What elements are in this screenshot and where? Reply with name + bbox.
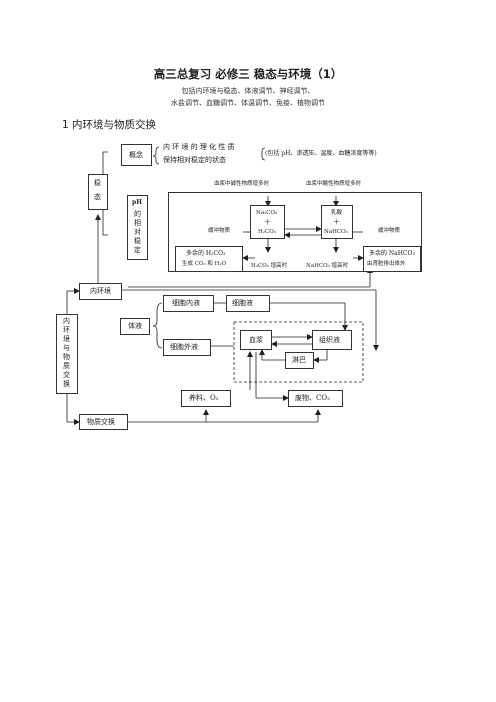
excess-h2co3-line-2: 生成 CO₂ 和 H₂O: [182, 261, 227, 267]
plasma-box: 血浆: [240, 330, 272, 350]
internal-env-box: 内环境: [79, 283, 122, 300]
ph-char: 稳: [134, 237, 141, 245]
plus-sign: ＋: [264, 218, 271, 226]
vertical-char: 境: [63, 335, 70, 343]
ph-char: 定: [134, 246, 141, 254]
body-fluid-box: 体液: [120, 318, 150, 335]
acid-increase-label: 血浆中酸性物质增多时: [306, 181, 362, 187]
internal-env-exchange-box: 内 环 境 与 物 质 交 换: [56, 314, 78, 394]
cytosol-label: 细胞液: [232, 299, 253, 307]
alkali-increase-label: 血浆中碱性物质增多时: [214, 181, 270, 187]
section-heading: 1 内环境与物质交换: [62, 119, 157, 131]
tissue-fluid-box: 组织液: [312, 330, 352, 350]
vertical-char: 换: [63, 380, 70, 388]
vertical-char: 与: [63, 344, 70, 352]
h2co3-increase-label: H₂CO₃ 增高时: [251, 263, 288, 269]
waste-label: 废物、CO₂: [295, 394, 330, 402]
na2co3-label: Na₂CO₃: [256, 210, 278, 216]
excess-h2co3-line-1: 多余的 H₂CO₃: [186, 250, 226, 257]
concept-line-1: 内 环 境 的 理 化 性 质: [163, 143, 235, 151]
buffer-left-label: 缓冲物质: [208, 228, 231, 234]
steady-state-char: 稳: [94, 179, 101, 187]
cytosol-box: 细胞液: [226, 295, 270, 312]
buffer-right-label: 缓冲物质: [378, 228, 401, 234]
excess-h2co3-box: 多余的 H₂CO₃ 生成 CO₂ 和 H₂O: [175, 246, 243, 272]
concept-label: 概念: [129, 151, 143, 159]
page-title: 高三总复习 必修三 稳态与环境（1）: [153, 67, 343, 81]
excess-nahco3-line-1: 多余的 NaHCO₃: [369, 250, 415, 257]
extracellular-label: 细胞外液: [170, 343, 198, 351]
concept-line-2: 保持相对稳定的状态: [163, 156, 226, 164]
ph-char: pH: [132, 199, 142, 206]
lactic-acid-label: 乳酸: [331, 210, 343, 216]
intracellular-label: 细胞内液: [172, 299, 200, 307]
ph-mechanism-box: [168, 192, 422, 272]
vertical-char: 物: [63, 353, 70, 361]
internal-env-dashed-region: [233, 321, 364, 383]
nahco3-label: NaHCO₃: [324, 229, 348, 235]
material-exchange-box: 物质交换: [79, 414, 128, 430]
plus-sign: ＋: [333, 218, 340, 226]
waste-box: 废物、CO₂: [288, 390, 343, 407]
lymph-box: 淋巴: [285, 352, 314, 369]
nutrients-label: 养料、O₂: [189, 394, 219, 402]
vertical-char: 交: [63, 371, 70, 379]
material-exchange-label: 物质交换: [87, 418, 115, 426]
plasma-label: 血浆: [249, 336, 263, 344]
ph-stability-box: pH 的 相 对 稳 定: [127, 195, 148, 260]
h2co3-label: H₂CO₃: [258, 229, 276, 235]
tissue-fluid-label: 组织液: [319, 336, 340, 344]
intracellular-box: 细胞内液: [163, 295, 214, 312]
subtitle-line-2: 水盐调节、血糖调节、体温调节、免疫、植物调节: [171, 99, 325, 107]
extracellular-box: 细胞外液: [163, 339, 211, 356]
lymph-label: 淋巴: [292, 356, 306, 364]
body-fluid-label: 体液: [128, 322, 142, 330]
nutrients-box: 养料、O₂: [181, 390, 231, 407]
vertical-char: 内: [63, 317, 70, 325]
na2co3-box: Na₂CO₃ ＋ H₂CO₃: [250, 205, 285, 239]
concept-note: (包括 pH、渗透压、温度、血糖浓度等等): [265, 150, 377, 157]
nahco3-increase-label: NaHCO₃ 增高时: [306, 263, 349, 269]
vertical-char: 环: [63, 326, 70, 334]
subtitle-line-1: 包括内环境与稳态、体液调节、神经调节、: [181, 87, 315, 95]
ph-char: 相: [134, 219, 141, 227]
internal-env-label: 内环境: [90, 287, 111, 295]
steady-state-char: 态: [94, 193, 101, 201]
vertical-char: 质: [63, 362, 70, 370]
ph-char: 的: [134, 210, 141, 218]
lactic-acid-box: 乳酸 ＋ NaHCO₃: [321, 205, 353, 239]
excess-nahco3-box: 多余的 NaHCO₃ 由肾脏排出体外: [363, 246, 421, 272]
concept-box: 概念: [121, 144, 152, 166]
steady-state-box: 稳 态: [88, 174, 108, 210]
ph-char: 对: [134, 228, 141, 236]
excess-nahco3-line-2: 由肾脏排出体外: [367, 261, 406, 267]
